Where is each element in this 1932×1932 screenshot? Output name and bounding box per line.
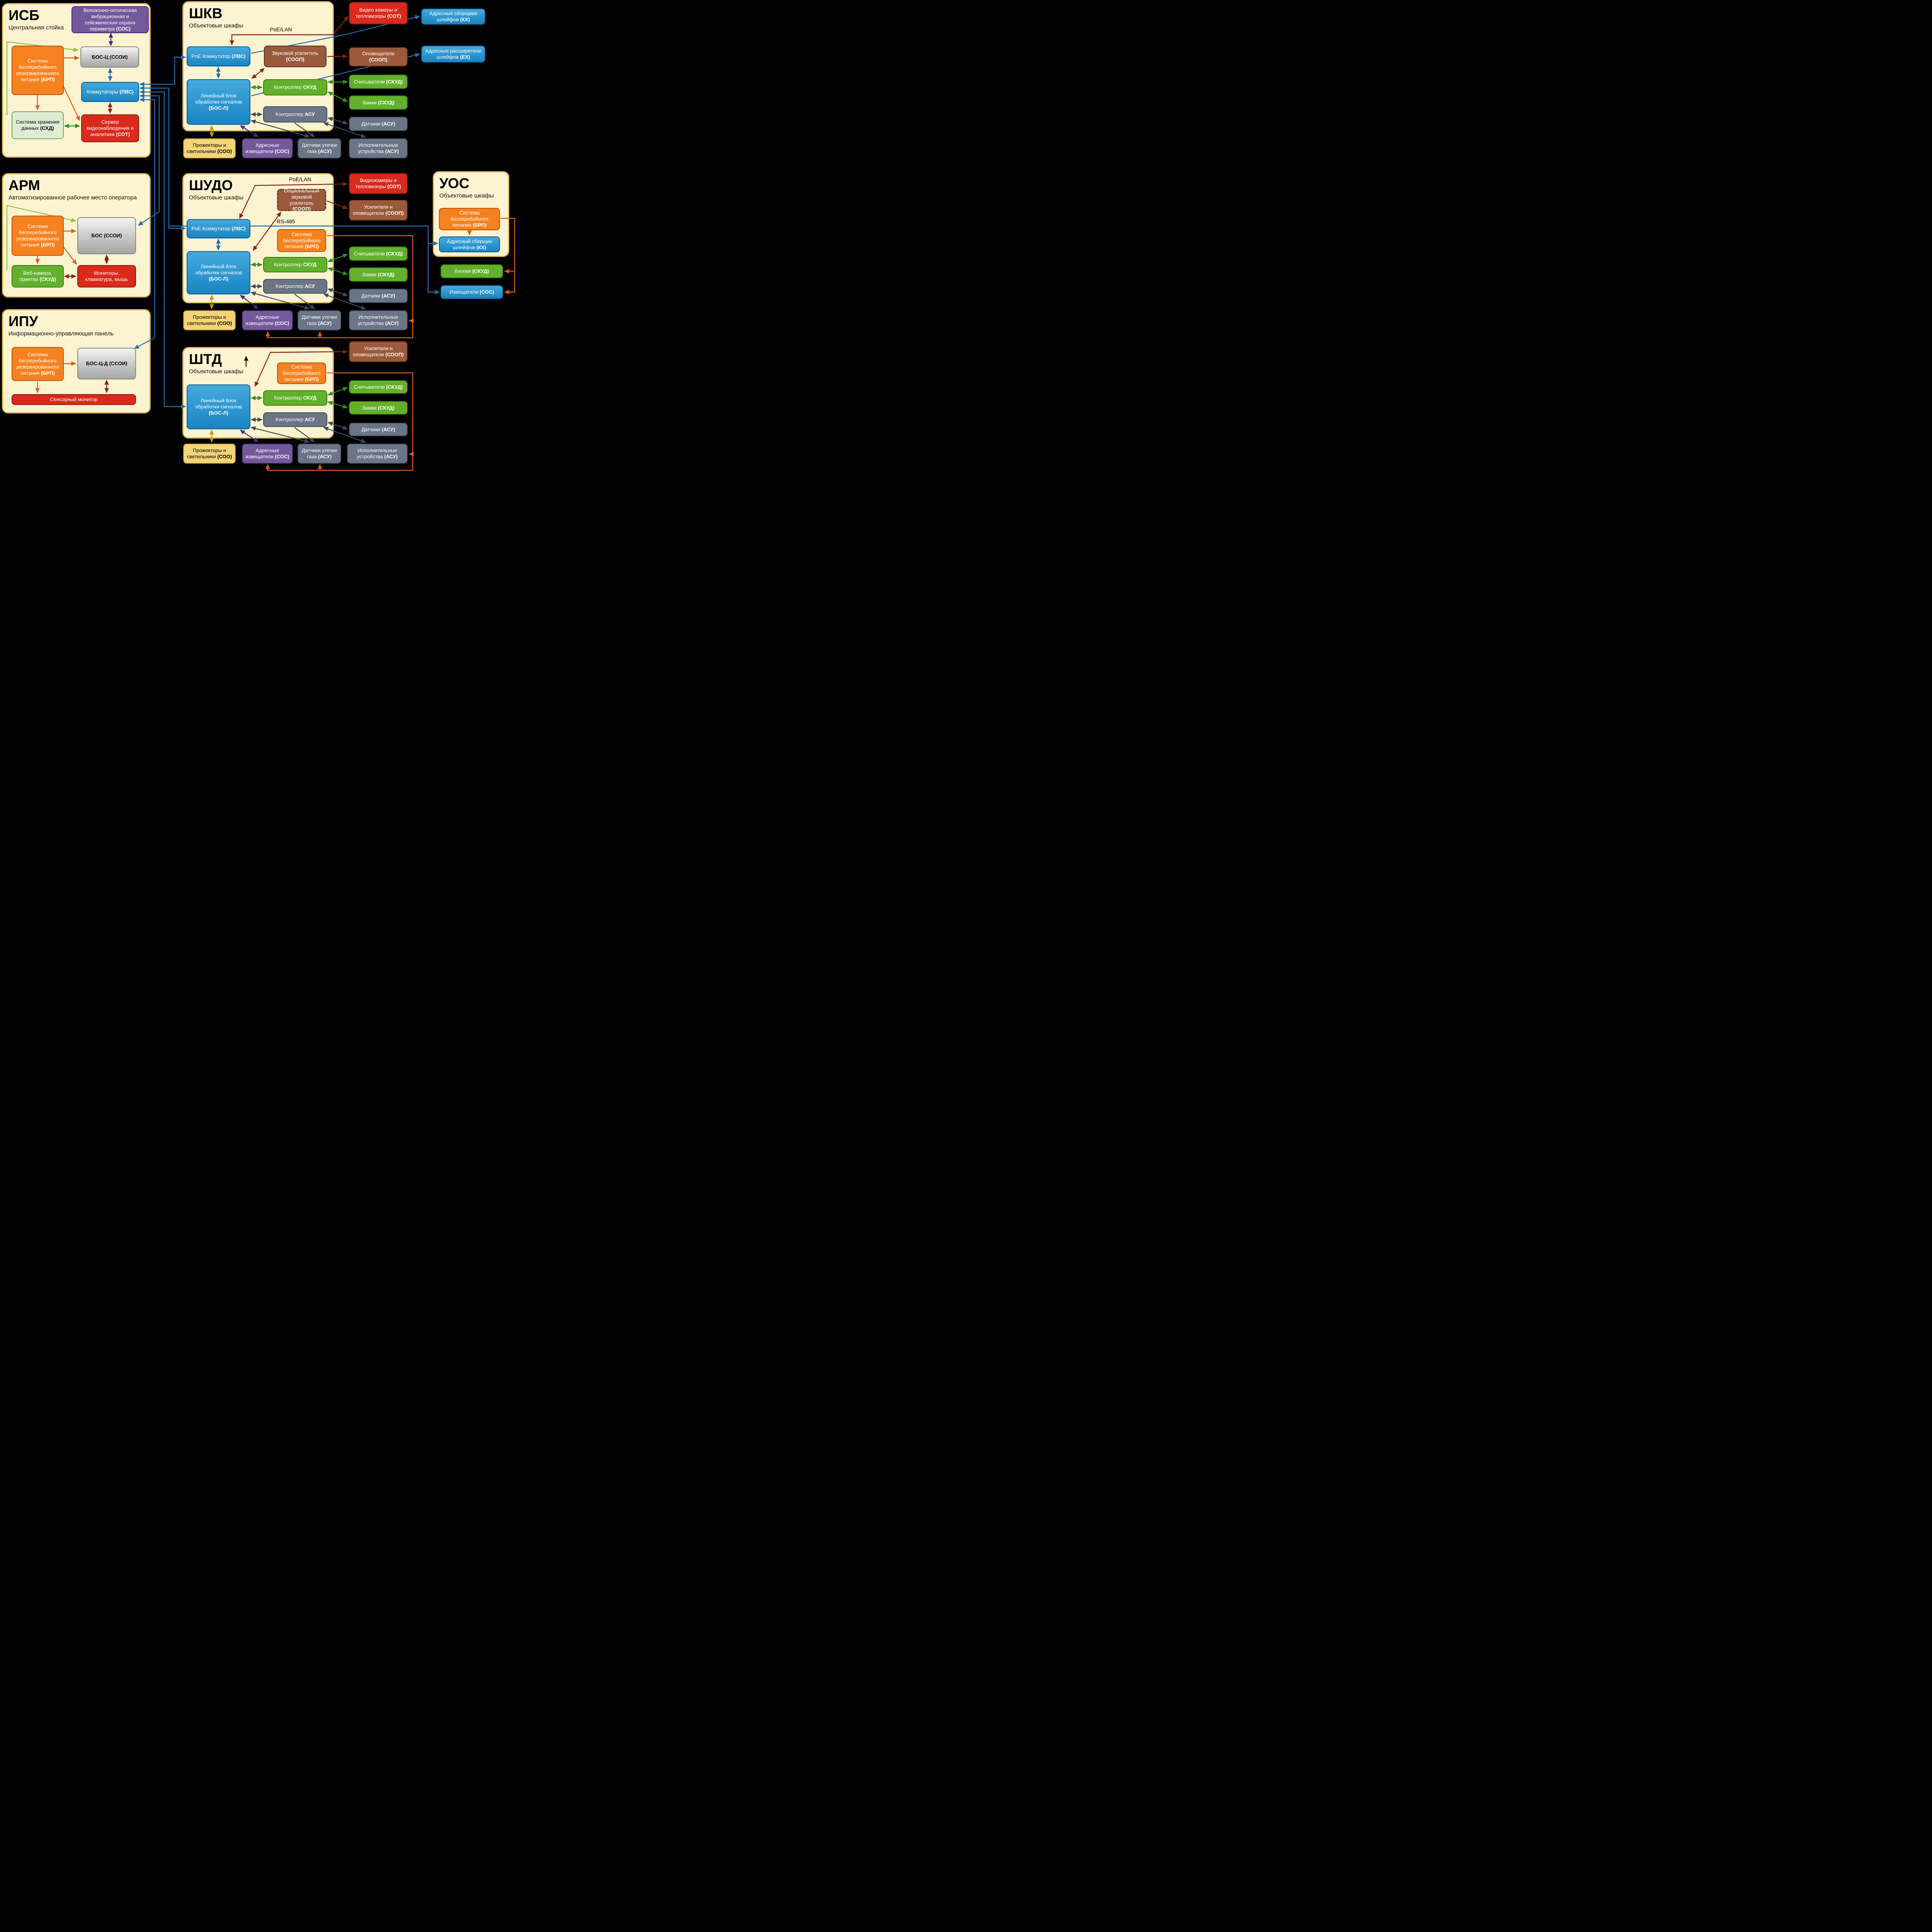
node-shudo-actuators: Исполнительные устройства (АСУ) (349, 310, 408, 330)
node-shtd-asu-controller: Контроллер АСУ (263, 412, 327, 427)
node-ipu-boscd: БОС-Ц-Д (ССОИ) (77, 348, 136, 379)
node-shudo-asu-controller: Контроллер АСУ (263, 279, 327, 294)
node-shudo-locks: Замки (СКУД) (349, 267, 408, 282)
node-addr-loop-expanders: Адресные расширители шлейфов (ЕХ) (421, 46, 485, 63)
node-shudo-floodlights: Прожекторы и светильники (СОО) (183, 310, 236, 330)
node-isb-lvs: Коммутаторы (ЛВС) (81, 82, 139, 102)
node-arm-webcam-printer: Веб-камера, принтер (СКУД) (12, 265, 64, 287)
panel-shudo-title: ШУДО (189, 177, 233, 193)
node-shkv-addr-detectors: Адресные извещатели (СОС) (242, 138, 293, 158)
node-shtd-sensors: Датчики (АСУ) (349, 423, 408, 436)
panel-shtd-subtitle: Объектовые шкафы (189, 368, 243, 375)
node-shudo-cameras: Видеокамеры и тепловизоры (СОТ) (349, 173, 408, 194)
node-shtd-floodlights: Прожекторы и светильники (СОО) (183, 444, 236, 464)
node-shtd-bosl: Линейный блок обработки сигналов (БОС-Л) (187, 384, 250, 429)
node-shkv-readers: Считыватели (СКУД) (349, 75, 408, 89)
node-shkv-cameras: Видео камеры и тепловизоры (СОТ) (349, 2, 408, 24)
node-shudo-poe-switch: PoE Коммутатор (ЛВС) (187, 219, 250, 238)
node-shkv-gas-sensors: Датчики утечки газа (АСУ) (298, 138, 341, 158)
node-shkv-skud-controller: Контроллер СКУД (263, 79, 327, 95)
node-shtd-locks: Замки (СКУД) (349, 401, 408, 415)
node-shudo-amps-annunciators: Усилители и оповещатели (СООП) (349, 200, 408, 221)
node-arm-monitors: Мониторы, клавиатура, мышь (77, 265, 136, 287)
node-shudo-addr-detectors: Адресные извещатели (СОС) (242, 310, 293, 330)
edge-label-poe-lan-shkv: PoE/LAN (270, 26, 292, 32)
node-shkv-asu-controller: Контроллер АСУ (263, 106, 327, 122)
node-isb-bosc: БОС-Ц (ССОИ) (80, 46, 139, 68)
node-shtd-addr-detectors: Адресные извещатели (СОС) (242, 444, 293, 464)
node-uos-buttons: Кнопки (СКУД) (440, 264, 503, 278)
node-shkv-floodlights: Прожекторы и светильники (СОО) (183, 138, 236, 158)
node-shudo-optional-amp: Опциональный звуковой усилитель (СООП) (277, 188, 326, 212)
edge-label-poe-lan-shudo: PoE/LAN (289, 176, 311, 182)
node-isb-sot: Сервер видеонаблюдения и аналитики (СОТ) (81, 114, 139, 142)
node-shtd-brp: Система бесперебойного питания (БРП) (277, 362, 326, 384)
panel-isb-subtitle: Центральная стойка (9, 24, 64, 31)
node-shtd-amps-annunciators: Усилители и оповещатели (СООП) (349, 341, 408, 362)
panel-shudo-subtitle: Объектовые шкафы (189, 194, 243, 201)
panel-arm-title: АРМ (9, 177, 40, 193)
node-shkv-audio-amp: Звуковой усилитель (СООП) (264, 46, 327, 67)
node-shudo-gas-sensors: Датчики утечки газа (АСУ) (298, 310, 341, 330)
node-shkv-locks: Замки (СКУД) (349, 95, 408, 110)
panel-ipu-subtitle: Информационно-управляющая панель (9, 330, 114, 337)
connection-arrows (6, 15, 515, 471)
node-isb-shd: Система хранения данных (СХД) (12, 111, 64, 139)
edge-label-rs485: RS-485 (277, 218, 295, 224)
node-shudo-sensors: Датчики (АСУ) (349, 289, 408, 303)
node-arm-bos: БОС (ССОИ) (77, 217, 136, 254)
node-uos-loop-collector: Адресный сборщик шлейфов (КХ) (439, 236, 500, 252)
node-shtd-actuators: Исполнительные устройства (АСУ) (347, 444, 408, 464)
node-arm-brp: Система бесперебойного резервированного … (12, 216, 64, 256)
panel-uos-title: УОС (439, 175, 469, 191)
node-shtd-gas-sensors: Датчики утечки газа (АСУ) (298, 444, 341, 464)
node-shudo-readers: Считыватели (СКУД) (349, 247, 408, 261)
node-shudo-brp: Система бесперебойного питания (БРП) (277, 229, 326, 252)
node-shkv-sensors: Датчики (АСУ) (349, 117, 408, 131)
node-shkv-annunciators: Оповещатели (СООП) (349, 47, 408, 66)
panel-shkv-title: ШКВ (189, 5, 223, 21)
node-addr-loop-collectors: Адресные сборщики шлейфов (КХ) (421, 9, 485, 25)
diagram-canvas: ИСБ Центральная стойка АРМ Автоматизиров… (0, 0, 606, 474)
node-shudo-bosl: Линейный блок обработки сигналов (БОС-Л) (187, 251, 250, 294)
panel-isb-title: ИСБ (9, 7, 39, 23)
node-isb-brp: Система бесперебойного резервированного … (12, 46, 64, 95)
panel-uos-subtitle: Объектовые шкафы (439, 192, 494, 199)
node-ipu-brp: Система бесперебойного резервированного … (12, 347, 64, 381)
node-shtd-readers: Считыватели (СКУД) (349, 380, 408, 394)
node-shtd-skud-controller: Контроллер СКУД (263, 390, 327, 406)
node-shkv-poe-switch: PoE Коммутатор (ЛВС) (187, 46, 250, 66)
node-shudo-skud-controller: Контроллер СКУД (263, 257, 327, 272)
panel-shtd-title: ШТД (189, 351, 222, 367)
node-ipu-touch-monitor: Сенсорный монитор (12, 394, 136, 405)
panel-ipu-title: ИПУ (9, 313, 38, 329)
node-shkv-actuators: Исполнительные устройства (АСУ) (349, 138, 408, 158)
node-uos-detectors: Извещатели (СОС) (440, 285, 503, 299)
node-isb-sos: Волоконно-оптическая вибрационная и сейс… (71, 6, 149, 33)
node-uos-brp: Система бесперебойного питания (БРП) (439, 208, 500, 230)
panel-arm-subtitle: Автоматизированное рабочее место операто… (9, 194, 137, 201)
node-shkv-bosl: Линейный блок обработки сигналов (БОС-Л) (187, 79, 250, 125)
